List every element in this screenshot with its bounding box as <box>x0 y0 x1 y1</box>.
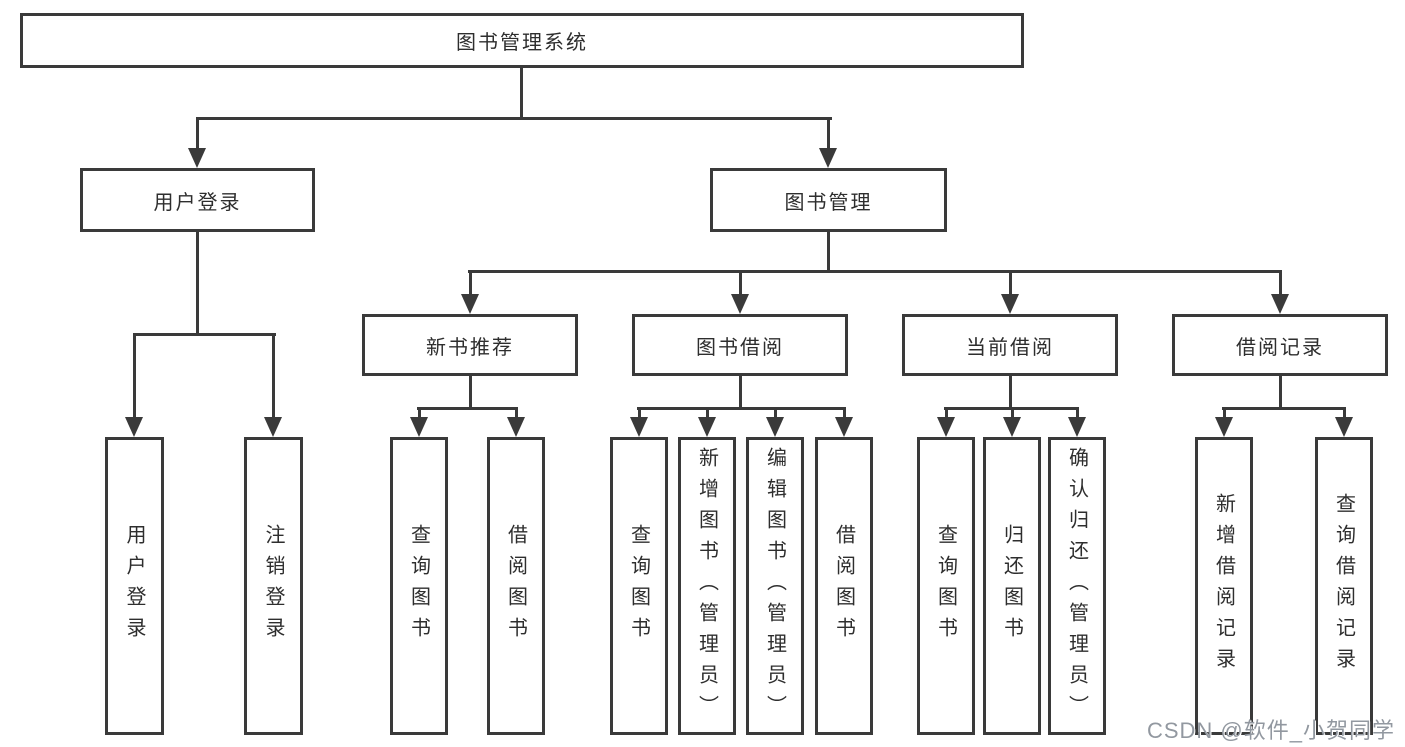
connector-line <box>706 407 709 419</box>
arrow-down-icon <box>461 294 479 314</box>
arrow-down-icon <box>188 148 206 168</box>
connector-line <box>417 407 518 410</box>
connector-line <box>843 407 846 419</box>
leaf-add-books-admin: 新增图书（管理员） <box>678 437 736 735</box>
connector-line <box>1009 376 1012 409</box>
arrow-down-icon <box>1335 417 1353 437</box>
connector-line <box>272 333 275 419</box>
leaf-borrow-books-recommend: 借阅图书 <box>487 437 545 735</box>
node-book-management-group: 图书管理 <box>710 168 947 232</box>
node-current-borrow: 当前借阅 <box>902 314 1118 376</box>
connector-line <box>1011 407 1014 419</box>
leaf-user-login: 用户登录 <box>105 437 164 735</box>
arrow-down-icon <box>835 417 853 437</box>
arrow-down-icon <box>410 417 428 437</box>
leaf-borrow-books: 借阅图书 <box>815 437 873 735</box>
connector-line <box>520 67 523 120</box>
connector-line <box>133 333 136 419</box>
connector-line <box>469 270 472 296</box>
connector-line <box>1279 376 1282 409</box>
connector-line <box>637 407 846 410</box>
node-borrow-records: 借阅记录 <box>1172 314 1388 376</box>
leaf-return-books: 归还图书 <box>983 437 1041 735</box>
leaf-add-borrow-record: 新增借阅记录 <box>1195 437 1253 735</box>
leaf-query-books-current: 查询图书 <box>917 437 975 735</box>
node-new-book-recommend: 新书推荐 <box>362 314 578 376</box>
connector-line <box>638 407 641 419</box>
connector-line <box>196 117 199 150</box>
arrow-down-icon <box>125 417 143 437</box>
connector-line <box>196 117 832 120</box>
leaf-logout: 注销登录 <box>244 437 303 735</box>
connector-line <box>196 232 199 336</box>
arrow-down-icon <box>731 294 749 314</box>
connector-line <box>515 407 518 419</box>
node-book-borrow: 图书借阅 <box>632 314 848 376</box>
watermark: CSDN @软件_小贺同学 <box>1146 718 1395 743</box>
connector-line <box>469 376 472 409</box>
arrow-down-icon <box>1215 417 1233 437</box>
arrow-down-icon <box>698 417 716 437</box>
arrow-down-icon <box>264 417 282 437</box>
leaf-confirm-return-admin: 确认归还（管理员） <box>1048 437 1106 735</box>
leaf-edit-books-admin: 编辑图书（管理员） <box>746 437 804 735</box>
connector-line <box>1076 407 1079 419</box>
arrow-down-icon <box>1068 417 1086 437</box>
leaf-query-borrow-record: 查询借阅记录 <box>1315 437 1373 735</box>
node-user-login-group: 用户登录 <box>80 168 315 232</box>
connector-line <box>1009 270 1012 296</box>
connector-line <box>827 232 830 273</box>
arrow-down-icon <box>766 417 784 437</box>
leaf-query-books-borrow: 查询图书 <box>610 437 668 735</box>
connector-line <box>827 117 830 150</box>
arrow-down-icon <box>937 417 955 437</box>
connector-line <box>1223 407 1226 419</box>
connector-line <box>468 270 1282 273</box>
connector-line <box>418 407 421 419</box>
connector-line <box>739 376 742 409</box>
connector-line <box>1222 407 1346 410</box>
arrow-down-icon <box>819 148 837 168</box>
arrow-down-icon <box>630 417 648 437</box>
arrow-down-icon <box>1271 294 1289 314</box>
connector-line <box>1279 270 1282 296</box>
connector-line <box>774 407 777 419</box>
connector-line <box>133 333 276 336</box>
connector-line <box>945 407 948 419</box>
connector-line <box>739 270 742 296</box>
arrow-down-icon <box>1001 294 1019 314</box>
arrow-down-icon <box>1003 417 1021 437</box>
leaf-query-books-recommend: 查询图书 <box>390 437 448 735</box>
node-book-management-system: 图书管理系统 <box>20 13 1024 68</box>
arrow-down-icon <box>507 417 525 437</box>
connector-line <box>1343 407 1346 419</box>
